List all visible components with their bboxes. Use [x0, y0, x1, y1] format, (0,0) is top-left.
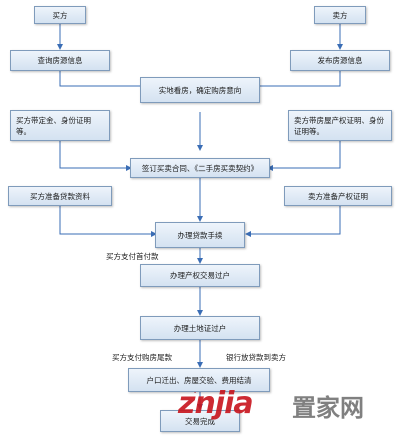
buyer-box: 买方 [34, 6, 86, 24]
watermark-brand-cn: 置家网 [292, 394, 364, 422]
title-docs-box: 卖方准备产权证明 [284, 186, 392, 206]
bank-loan-label: 银行放贷款到卖方 [226, 353, 286, 362]
arrow-titledocs-to-loan [245, 206, 341, 237]
sign-contract-box: 签订买卖合同、《二手房买卖契约》 [130, 158, 270, 178]
arrow-buyerdocs-to-sign [59, 141, 132, 171]
seller-docs-box: 卖方带房屋产权证明、身份证明等。 [288, 110, 392, 141]
buyer-docs-box: 买方带定金、身份证明等。 [10, 110, 110, 141]
final-payment-label: 买方支付购房尾款 [112, 353, 172, 362]
down-payment-label: 买方支付首付款 [106, 252, 159, 261]
view-house-box: 实地看房，确定购房意向 [140, 77, 260, 103]
arrow-query-to-view [59, 71, 147, 89]
watermark-brand: znjia [178, 386, 254, 421]
query-info-box: 查询房源信息 [10, 50, 110, 71]
arrow-publish-to-view [251, 71, 341, 89]
arrow-loandocs-to-loan [59, 206, 157, 237]
publish-info-box: 发布房源信息 [290, 50, 390, 71]
arrow-sellerdocs-to-sign [267, 141, 341, 171]
land-transfer-box: 办理土地证过户 [140, 316, 260, 340]
done-box: 交易完成 [160, 410, 240, 432]
move-out-box: 户口迁出、房屋交验、费用结清 [128, 368, 270, 392]
seller-box: 卖方 [314, 6, 366, 24]
loan-process-box: 办理贷款手续 [155, 222, 245, 248]
title-transfer-box: 办理产权交易过户 [140, 264, 260, 287]
loan-docs-box: 买方准备贷款资料 [8, 186, 112, 206]
